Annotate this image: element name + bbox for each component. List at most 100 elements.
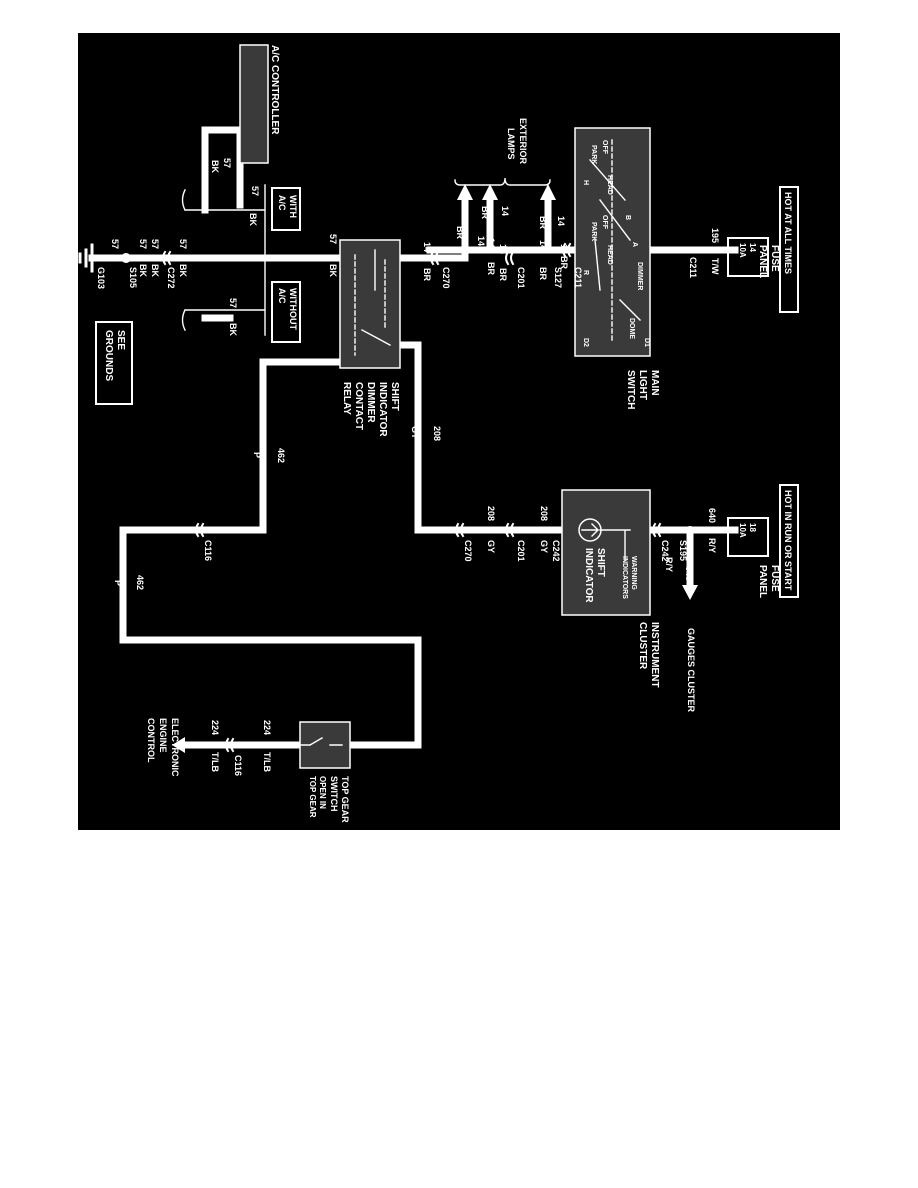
- mls-internal-dome: DOME: [628, 318, 635, 339]
- ac-controller: [239, 44, 269, 164]
- wire-gy-a: GY: [410, 426, 420, 439]
- splice-s127-label: S127: [553, 267, 563, 288]
- wire-57-a: 57: [222, 158, 232, 168]
- connector-c211-b: C211: [573, 267, 583, 288]
- shift-indicator-relay: [339, 239, 401, 369]
- see-grounds-label-1: SEE: [115, 330, 126, 350]
- splice-s195: [686, 526, 694, 534]
- see-grounds-box: [95, 321, 133, 405]
- connector-c272: C272: [166, 267, 176, 289]
- fuse-left-label2: PANEL: [757, 245, 768, 278]
- wire-14-e: 14: [538, 240, 548, 250]
- exterior-lamps-label-2: LAMPS: [506, 128, 516, 160]
- shift-indicator-arrow: [581, 523, 599, 537]
- top-gear-label-4: TOP GEAR: [308, 776, 317, 818]
- with-ac-label-2: A/C: [277, 195, 287, 211]
- wire-br-e: BR: [538, 267, 548, 280]
- splice-s195-label: S195: [678, 540, 688, 561]
- mls-internal-off-2: OFF: [601, 215, 608, 230]
- mls-pin-d1: D1: [643, 338, 650, 347]
- wire-14-a: 14: [556, 216, 566, 226]
- relay-label-3: DIMMER: [365, 382, 376, 423]
- exterior-lamps-brace: [454, 177, 551, 186]
- ac-controller-label: A/C CONTROLLER: [269, 45, 280, 135]
- wire-57-d: 57: [328, 234, 338, 244]
- wire-462-b: 462: [135, 575, 145, 590]
- connector-c242-b: C242: [551, 540, 561, 562]
- mls-internal-off-1: OFF: [601, 140, 608, 155]
- wire-p-a: P: [252, 452, 262, 458]
- connector-markers: [162, 242, 662, 753]
- instrument-cluster-label-1: INSTRUMENT: [649, 622, 660, 688]
- warning-indicators-label-1: WARNING: [630, 556, 637, 590]
- mls-pin-r: R: [582, 270, 589, 275]
- connector-c242: C242: [660, 540, 670, 562]
- mls-internal-park-2: PARK: [590, 222, 597, 241]
- diagram-panel: [78, 33, 840, 830]
- wire-p-b: P: [113, 580, 123, 586]
- wire-57-f: 57: [150, 239, 160, 249]
- ground-g103-label: G103: [96, 267, 106, 289]
- wire-14-d: 14: [559, 244, 569, 254]
- wire-tlb-a: T/LB: [262, 752, 272, 772]
- cluster-internal-line: [599, 529, 631, 561]
- mls-pin-h: H: [582, 180, 589, 185]
- ac-bracket: [181, 184, 266, 336]
- mls-pin-b: B: [624, 215, 631, 220]
- fuse-right-label2: PANEL: [757, 565, 768, 598]
- instrument-cluster-label-2: CLUSTER: [637, 622, 648, 670]
- wire-14-b: 14: [500, 206, 510, 216]
- gauges-arrow: [682, 585, 698, 600]
- warning-indicators-label-2: INDICATORS: [621, 556, 628, 599]
- wire-br-a: BR: [538, 216, 548, 229]
- wire-640-a: 640: [707, 508, 717, 523]
- wire-208-b: 208: [539, 506, 549, 521]
- connector-c116: C116: [203, 540, 213, 561]
- see-grounds-label-2: GROUNDS: [103, 330, 114, 381]
- wire-br-g: BR: [422, 268, 432, 281]
- relay-label-1: SHIFT: [389, 382, 400, 411]
- wire-224-b: 224: [210, 720, 220, 735]
- without-ac-label-2: A/C: [277, 288, 287, 304]
- wire-br-f: BR: [486, 262, 496, 275]
- connector-c201-b: C201: [516, 540, 526, 562]
- connector-c116-b: C116: [233, 755, 243, 776]
- wire-br-d: BR: [559, 256, 569, 269]
- top-gear-switch-internals: [299, 737, 343, 746]
- wire-gy-b: GY: [539, 540, 549, 553]
- fuse-right-number: 18: [748, 523, 757, 532]
- wire-195: 195: [710, 228, 720, 243]
- mls-pin-d2: D2: [582, 338, 589, 347]
- with-ac-box: [271, 187, 301, 231]
- mls-pin-a: A: [631, 242, 638, 247]
- main-light-switch-label-3: SWITCH: [625, 370, 636, 409]
- fuse-left-rating: 10A: [738, 243, 747, 258]
- wire-bk-a: BK: [210, 160, 220, 173]
- wire-14-g: 14: [422, 242, 432, 252]
- wire-br-c: BR: [455, 226, 465, 239]
- fuse-panel-left: [727, 237, 769, 277]
- mls-internal-park-1: PARK: [590, 145, 597, 164]
- header-hot-at-all-times: HOT AT ALL TIMES: [783, 192, 793, 274]
- mls-internal-head-2: HEAD: [606, 245, 613, 265]
- wire-bk-g: BK: [138, 264, 148, 277]
- main-light-switch-label-1: MAIN: [649, 370, 660, 396]
- wire-ry-a: R/Y: [707, 538, 717, 553]
- wire-bk-c: BK: [228, 323, 238, 336]
- main-light-switch-internals: [589, 139, 641, 341]
- wire-gy-c: GY: [486, 540, 496, 553]
- fuse-right-rating: 10A: [738, 523, 747, 538]
- wire-network: [88, 126, 739, 749]
- wire-224-a: 224: [262, 720, 272, 735]
- ecm-label-2: ENGINE: [158, 718, 168, 753]
- wire-14-c: 14: [476, 236, 486, 246]
- wire-208-a: 208: [432, 426, 442, 441]
- wire-bk-e: BK: [178, 264, 188, 277]
- wire-14-h: 14: [498, 244, 508, 254]
- relay-internals: [354, 249, 391, 356]
- without-ac-box: [271, 281, 301, 343]
- top-gear-label-2: SWITCH: [329, 776, 339, 812]
- fuse-panel-right: [727, 517, 769, 557]
- wire-57-b: 57: [250, 186, 260, 196]
